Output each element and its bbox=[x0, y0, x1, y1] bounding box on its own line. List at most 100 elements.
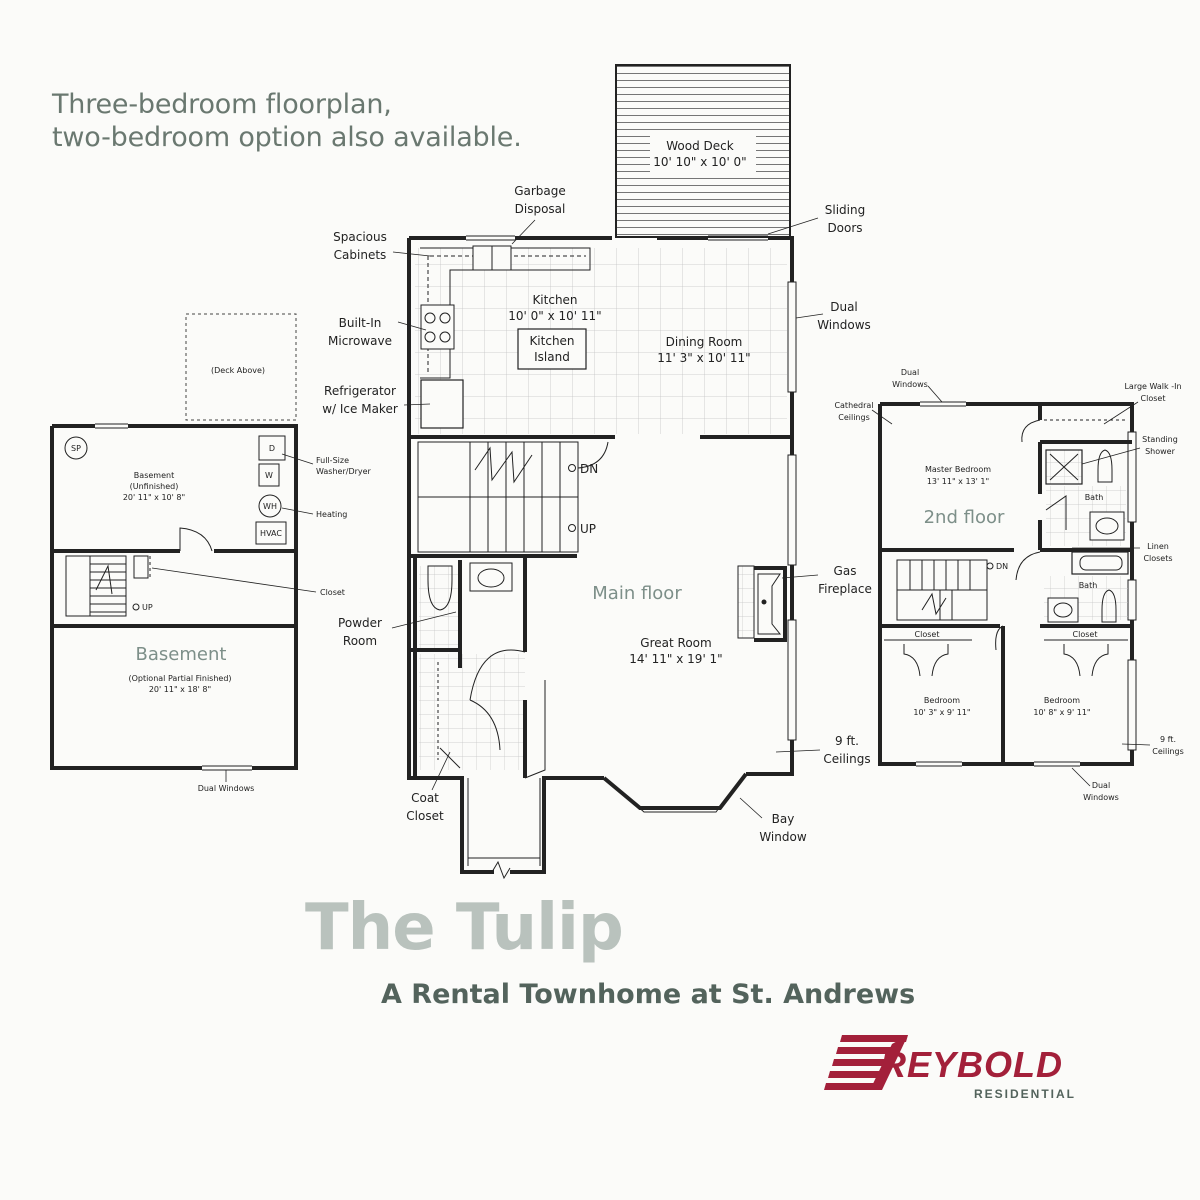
bedroom-right-dims: 10' 8" x 9' 11" bbox=[1033, 708, 1090, 717]
stair-dn-label: DN bbox=[580, 462, 598, 476]
property-title: The Tulip bbox=[305, 891, 624, 965]
callout-dual-windows-line1: Dual bbox=[830, 300, 858, 314]
upper-stair-dn: DN bbox=[996, 562, 1008, 571]
kitchen-island-line1: Kitchen bbox=[529, 334, 574, 348]
bedroom-left-dims: 10' 3" x 9' 11" bbox=[913, 708, 970, 717]
callout-dual-windows-line2: Windows bbox=[817, 318, 871, 332]
tagline: Three-bedroom floorplan, two-bedroom opt… bbox=[52, 88, 522, 154]
callout-cabinets-line1: Spacious bbox=[333, 230, 387, 244]
callout-cathedral-2: Ceilings bbox=[838, 413, 870, 422]
callout-basement-closet: Closet bbox=[320, 588, 345, 597]
callout-powder-line2: Room bbox=[343, 634, 377, 648]
callout-upper-dual-top-2: Windows bbox=[892, 380, 928, 389]
logo-tagline: RESIDENTIAL bbox=[974, 1087, 1076, 1101]
master-bedroom-label: Master Bedroom bbox=[925, 465, 991, 474]
callout-washer-line1: Full-Size bbox=[316, 456, 349, 465]
kitchen-island bbox=[517, 328, 587, 370]
second-floor-plan: Bath Bath DN bbox=[878, 401, 1137, 767]
deck-above-label: (Deck Above) bbox=[211, 366, 265, 375]
hvac-label: HVAC bbox=[260, 529, 282, 538]
callout-refrigerator-line2: w/ Ice Maker bbox=[322, 402, 398, 416]
kitchen-island-line2: Island bbox=[534, 350, 570, 364]
second-floor-name: 2nd floor bbox=[924, 507, 1005, 528]
basement-finished-line1: (Optional Partial Finished) bbox=[128, 674, 231, 683]
callout-garbage-line1: Garbage bbox=[514, 184, 566, 198]
basement-callouts: Full-Size Washer/Dryer Heating Closet Du… bbox=[151, 453, 372, 793]
property-subtitle: A Rental Townhome at St. Andrews bbox=[381, 979, 916, 1010]
dryer-label: D bbox=[269, 444, 275, 453]
bedroom-right-label: Bedroom bbox=[1044, 696, 1080, 705]
bedroom-left-label: Bedroom bbox=[924, 696, 960, 705]
basement-finished-dims: 20' 11" x 18' 8" bbox=[149, 685, 211, 694]
logo-brand: REYBOLD bbox=[880, 1044, 1063, 1085]
callout-upper-dual-bottom-2: Windows bbox=[1083, 793, 1119, 802]
great-room-label: Great Room bbox=[640, 636, 711, 650]
main-floor-plan: Kitchen Island Kitchen 10' 0" x 10' 11" … bbox=[407, 235, 797, 880]
callout-microwave-line2: Microwave bbox=[328, 334, 392, 348]
windows-main bbox=[466, 235, 797, 741]
callout-linen-2: Closets bbox=[1143, 554, 1172, 563]
callout-coat-line2: Closet bbox=[406, 809, 444, 823]
callout-powder-line1: Powder bbox=[338, 616, 382, 630]
kitchen-tile-grid bbox=[415, 248, 787, 434]
callout-shower-2: Shower bbox=[1145, 447, 1176, 456]
callout-ceilings-line2: Ceilings bbox=[823, 752, 870, 766]
kitchen-label: Kitchen bbox=[532, 293, 577, 307]
sump-pump-label: SP bbox=[71, 444, 81, 453]
second-floor-callouts: Dual Windows Cathedral Ceilings Large Wa… bbox=[834, 368, 1183, 802]
callout-walk-in-2: Closet bbox=[1141, 394, 1166, 403]
callout-shower-1: Standing bbox=[1142, 435, 1178, 444]
callout-cabinets-line2: Cabinets bbox=[334, 248, 387, 262]
main-floor-name: Main floor bbox=[592, 583, 682, 604]
gas-fireplace bbox=[737, 565, 787, 642]
callout-refrigerator-line1: Refrigerator bbox=[324, 384, 396, 398]
tagline-line-1: Three-bedroom floorplan, bbox=[52, 89, 392, 120]
callout-basement-dual-windows: Dual Windows bbox=[198, 784, 255, 793]
callout-bay-line2: Window bbox=[759, 830, 807, 844]
callout-walk-in-1: Large Walk -In bbox=[1124, 382, 1181, 391]
main-floor-callouts: Garbage Disposal Spacious Cabinets Built… bbox=[322, 184, 872, 844]
hall-bath-label: Bath bbox=[1079, 581, 1098, 590]
callout-upper-ceilings-2: Ceilings bbox=[1152, 747, 1184, 756]
callout-sliding-line2: Doors bbox=[827, 221, 862, 235]
callout-sliding-line1: Sliding bbox=[825, 203, 865, 217]
bedroom-right-closet: Closet bbox=[1073, 630, 1098, 639]
wood-deck-label: Wood Deck bbox=[666, 139, 733, 153]
master-bath-label: Bath bbox=[1085, 493, 1104, 502]
washer-label: W bbox=[265, 471, 273, 480]
callout-coat-line1: Coat bbox=[411, 791, 439, 805]
dining-room-label: Dining Room bbox=[666, 335, 743, 349]
basement-unfinished-dims: 20' 11" x 10' 8" bbox=[123, 493, 185, 502]
basement-stair-up: UP bbox=[142, 603, 153, 612]
callout-cathedral-1: Cathedral bbox=[834, 401, 873, 410]
water-heater-label: WH bbox=[263, 502, 277, 511]
basement-name: Basement bbox=[136, 644, 227, 665]
basement-plan: (Deck Above) SP D W WH HVAC Basement (Un… bbox=[50, 313, 298, 771]
callout-linen-1: Linen bbox=[1147, 542, 1169, 551]
basement-unfinished-line2: (Unfinished) bbox=[130, 482, 179, 491]
callout-microwave-line1: Built-In bbox=[339, 316, 382, 330]
callout-upper-dual-bottom-1: Dual bbox=[1092, 781, 1110, 790]
wood-deck: Wood Deck 10' 10" x 10' 0" bbox=[615, 64, 791, 238]
callout-washer-line2: Washer/Dryer bbox=[316, 467, 372, 476]
tagline-line-2: two-bedroom option also available. bbox=[52, 122, 522, 153]
callout-upper-dual-top-1: Dual bbox=[901, 368, 919, 377]
callout-fireplace-line1: Gas bbox=[834, 564, 857, 578]
callout-ceilings-line1: 9 ft. bbox=[835, 734, 859, 748]
callout-heating: Heating bbox=[316, 510, 347, 519]
callout-bay-line1: Bay bbox=[772, 812, 795, 826]
main-staircase bbox=[417, 441, 609, 553]
callout-upper-ceilings-1: 9 ft. bbox=[1160, 735, 1176, 744]
bedroom-left-closet: Closet bbox=[915, 630, 940, 639]
callout-fireplace-line2: Fireplace bbox=[818, 582, 872, 596]
callout-garbage-line2: Disposal bbox=[515, 202, 566, 216]
wood-deck-dims: 10' 10" x 10' 0" bbox=[653, 155, 746, 169]
master-bedroom-dims: 13' 11" x 13' 1" bbox=[927, 477, 989, 486]
kitchen-dims: 10' 0" x 10' 11" bbox=[508, 309, 601, 323]
dining-room-dims: 11' 3" x 10' 11" bbox=[657, 351, 750, 365]
stair-up-label: UP bbox=[580, 522, 596, 536]
basement-unfinished-line1: Basement bbox=[134, 471, 174, 480]
reybold-logo: REYBOLD RESIDENTIAL bbox=[824, 1035, 1076, 1101]
